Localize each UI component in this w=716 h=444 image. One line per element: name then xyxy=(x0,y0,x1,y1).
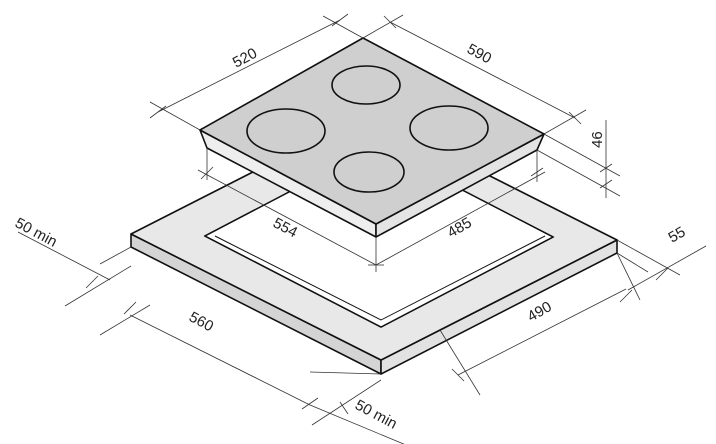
dim-label-min-clearance-left: 50 min xyxy=(12,215,60,251)
dimension-lines xyxy=(17,13,707,444)
burner-front xyxy=(333,151,405,193)
dim-label-min-clearance-front: 50 min xyxy=(352,397,400,433)
cutout-inner-edge xyxy=(214,235,546,321)
dim-label-hob-height: 46 xyxy=(589,131,606,148)
burner-right xyxy=(409,105,489,151)
dim-label-counter-thickness: 55 xyxy=(666,223,689,246)
burner-left xyxy=(246,108,326,154)
dim-label-hob-depth: 520 xyxy=(230,45,260,72)
dim-label-hob-width: 590 xyxy=(464,41,494,68)
dim-label-counter-depth: 490 xyxy=(525,298,555,325)
dim-label-counter-width: 560 xyxy=(186,309,216,336)
burner-rear xyxy=(331,65,401,105)
